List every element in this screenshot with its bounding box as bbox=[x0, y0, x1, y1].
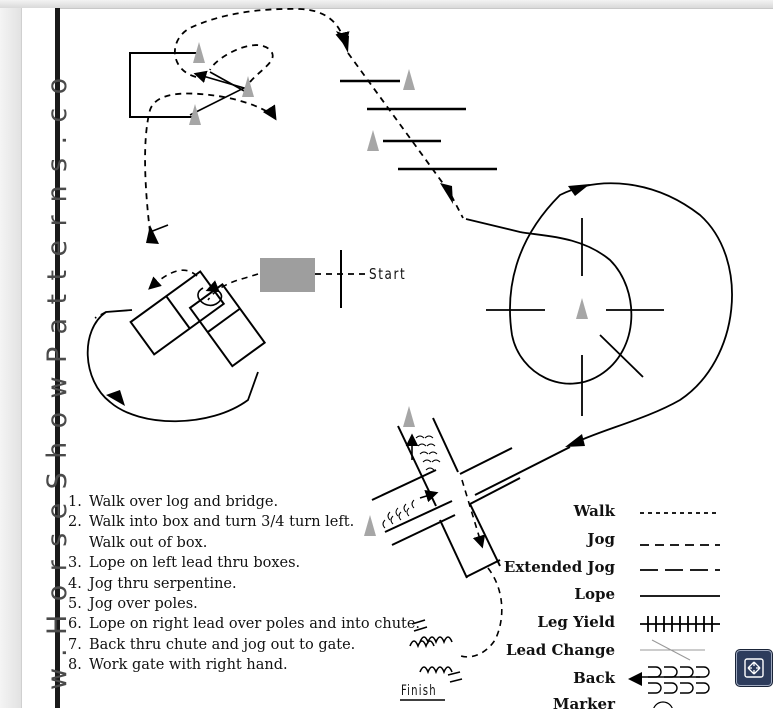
sidebar-divider bbox=[55, 8, 60, 708]
legend-walk-label: Walk bbox=[573, 502, 615, 520]
lope-loop bbox=[86, 309, 259, 423]
arrow-up-icon bbox=[146, 225, 159, 244]
lope-boxes bbox=[129, 270, 267, 368]
expand-arrows-icon bbox=[744, 658, 764, 678]
instruction-item: 8.Work gate with right hand. bbox=[68, 657, 288, 674]
legend-back-label: Back bbox=[573, 669, 615, 687]
legend-jog-label: Jog bbox=[587, 530, 615, 548]
serpentine-circle bbox=[465, 182, 733, 446]
legend-samples bbox=[628, 512, 720, 708]
instruction-item: 4.Jog thru serpentine. bbox=[68, 575, 237, 592]
fullscreen-button[interactable] bbox=[735, 649, 773, 687]
back-steps bbox=[382, 435, 441, 529]
cone-marker-icon bbox=[364, 515, 376, 536]
left-scroll-strip bbox=[0, 8, 22, 708]
legend-back-line bbox=[640, 666, 710, 694]
box-arrow-path bbox=[189, 70, 247, 116]
cone-marker-icon bbox=[403, 69, 415, 90]
cone-markers bbox=[189, 42, 588, 536]
walk-path bbox=[144, 8, 464, 233]
instruction-item: 5.Jog over poles. bbox=[68, 596, 198, 613]
legend-extended-jog-label: Extended Jog bbox=[503, 558, 615, 576]
finish-label: Finish bbox=[401, 683, 437, 699]
chute-path bbox=[405, 433, 503, 658]
legend-lead-change-label: Lead Change bbox=[505, 641, 615, 659]
cone-marker-icon bbox=[367, 130, 379, 151]
legend-lead-change-line bbox=[640, 639, 705, 661]
instruction-list: 1.Walk over log and bridge. 2.Walk into … bbox=[68, 492, 420, 676]
finish-gate bbox=[400, 619, 463, 701]
cone-marker-icon bbox=[193, 42, 205, 63]
instruction-item: 1.Walk over log and bridge. bbox=[68, 494, 279, 510]
cone-marker-icon bbox=[576, 298, 588, 319]
start-label: Start bbox=[369, 265, 407, 283]
start-gate bbox=[260, 250, 366, 308]
cone-marker-icon bbox=[242, 76, 254, 97]
window-top-bar bbox=[0, 0, 773, 9]
instruction-item: 2.Walk into box and turn 3/4 turn left. bbox=[68, 514, 355, 531]
legend-marker-symbol bbox=[653, 701, 673, 708]
box-turn-path bbox=[148, 224, 259, 307]
legend-leg-yield-label: Leg Yield bbox=[537, 613, 615, 631]
turn-box bbox=[129, 52, 196, 118]
watermark-sidebar bbox=[22, 8, 55, 708]
cone-marker-icon bbox=[189, 104, 201, 125]
instruction-item-continuation: Walk out of box. bbox=[89, 534, 208, 551]
cone-marker-icon bbox=[403, 406, 415, 427]
legend-marker-label: Marker bbox=[552, 695, 615, 713]
poles bbox=[340, 79, 497, 171]
instruction-item: 7.Back thru chute and jog out to gate. bbox=[68, 636, 356, 653]
legend-lope-label: Lope bbox=[574, 585, 615, 603]
instruction-item: 3.Lope on left lead thru boxes. bbox=[68, 555, 301, 572]
instruction-item: 6.Lope on right lead over poles and into… bbox=[68, 616, 421, 633]
legend-leg-yield-line bbox=[640, 616, 720, 632]
